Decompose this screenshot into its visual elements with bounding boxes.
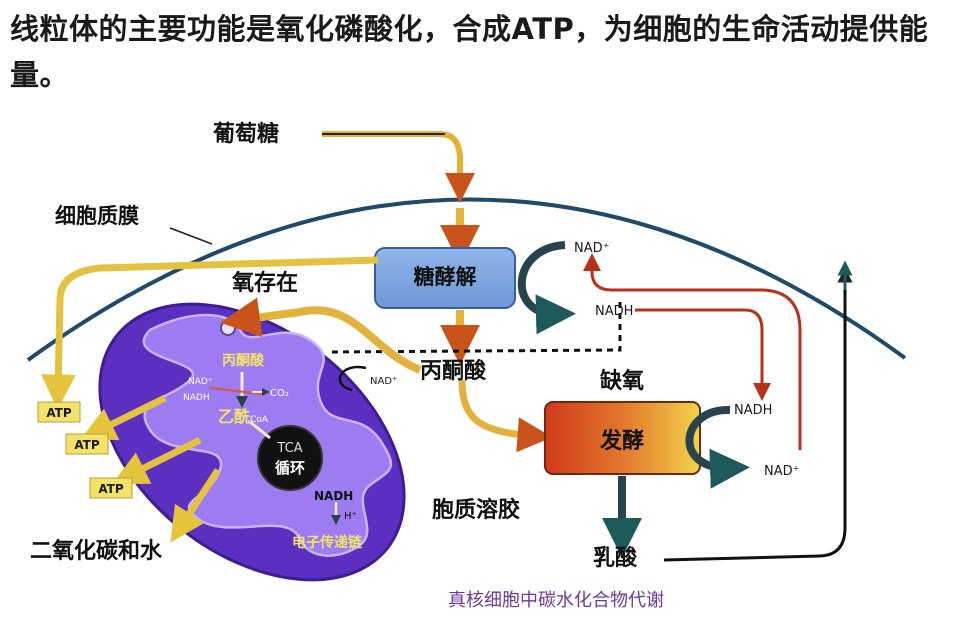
atp-label-1: ATP bbox=[46, 406, 72, 420]
label-nadh-right: NADH bbox=[734, 403, 772, 418]
label-cytosol: 胞质溶胶 bbox=[432, 497, 520, 523]
mito-nad-hook bbox=[338, 365, 367, 392]
label-co2-water: 二氧化碳和水 bbox=[30, 538, 163, 564]
intro-text: 线粒体的主要功能是氧化磷酸化，合成ATP，为细胞的生命活动提供能量。 bbox=[10, 12, 929, 92]
fermentation-nad-hook bbox=[685, 405, 750, 489]
mito-arrow-coa-tca bbox=[249, 420, 271, 440]
atp-box-1: ATP bbox=[37, 401, 81, 423]
mito-label-h-plus: H⁺ bbox=[344, 511, 357, 522]
arrow-pyruvate-fermentation bbox=[458, 379, 553, 453]
arrow-co2-water bbox=[170, 468, 221, 543]
label-lactic-acid: 乳酸 bbox=[593, 545, 638, 571]
mito-label-tca-cycle: 循环 bbox=[275, 459, 305, 477]
mito-label-etc: 电子传递链 bbox=[292, 534, 363, 551]
mito-label-co2: CO₂ bbox=[270, 388, 289, 399]
tca-cycle-circle bbox=[257, 425, 323, 491]
arrow-oxygen-pyruvate-mito bbox=[220, 297, 422, 374]
red-arrow-nad-to-glyco bbox=[583, 253, 802, 450]
mito-label-nad-plus: NAD⁺ bbox=[188, 377, 213, 387]
atp-label-2: ATP bbox=[74, 438, 100, 452]
red-arrow-nadh-to-ferm bbox=[635, 308, 771, 401]
arrow-to-left-atp bbox=[40, 256, 379, 410]
atp-box-3: ATP bbox=[89, 477, 133, 499]
label-glycolysis: 糖酵解 bbox=[414, 265, 477, 289]
label-nad-plus-top: NAD⁺ bbox=[574, 241, 610, 256]
label-pyruvate: 丙酮酸 bbox=[420, 359, 487, 384]
arrow-glucose-glycolysis bbox=[322, 131, 475, 203]
mito-label-tca: TCA bbox=[276, 441, 302, 456]
label-nad-plus-mid: NAD⁺ bbox=[370, 376, 397, 387]
arrow-lactic-out bbox=[663, 267, 853, 562]
diagram-caption: 真核细胞中碳水化合物代谢 bbox=[448, 590, 664, 611]
atp-box-2: ATP bbox=[65, 433, 109, 455]
label-fermentation: 发酵 bbox=[599, 428, 644, 454]
dashed-pyruvate-path bbox=[329, 302, 622, 354]
glycolysis-box bbox=[374, 247, 516, 309]
label-cell-membrane: 细胞质膜 bbox=[55, 204, 139, 228]
atp-label-3: ATP bbox=[98, 482, 124, 496]
mito-label-nadh: NADH bbox=[183, 393, 210, 403]
mito-label-nadh-lower: NADH bbox=[314, 489, 353, 503]
glycolysis-nad-hook bbox=[517, 241, 576, 335]
mito-label-coa: CoA bbox=[250, 415, 269, 425]
label-anaerobic: 缺氧 bbox=[600, 368, 644, 394]
membrane-pointer bbox=[169, 227, 213, 245]
label-oxygen-present: 氧存在 bbox=[231, 270, 298, 296]
mito-label-pyruvate: 丙酮酸 bbox=[222, 352, 265, 369]
label-glucose: 葡萄糖 bbox=[212, 121, 279, 147]
label-nad-plus-right: NAD⁺ bbox=[764, 464, 800, 479]
mito-entry-marker bbox=[220, 320, 236, 336]
label-nadh-top: NADH bbox=[595, 304, 633, 319]
fermentation-box bbox=[544, 401, 701, 475]
mito-label-acetyl: 乙酰 bbox=[218, 407, 250, 426]
arrow-atp-3 bbox=[112, 436, 202, 484]
arrow-atp-2 bbox=[80, 394, 167, 440]
